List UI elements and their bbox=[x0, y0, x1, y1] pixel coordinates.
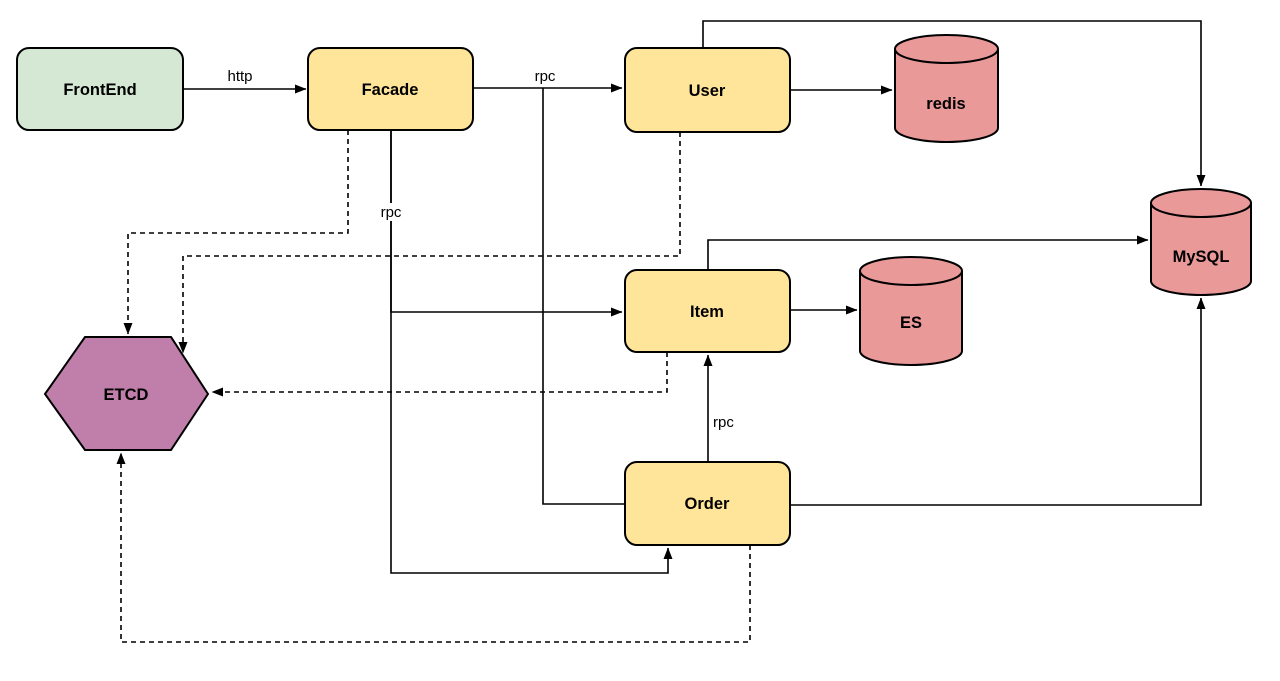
mysql-cylinder bbox=[1150, 188, 1252, 296]
node-etcd: ETCD bbox=[43, 336, 210, 451]
etcd-label: ETCD bbox=[104, 386, 149, 404]
node-mysql: MySQL bbox=[1150, 188, 1252, 296]
node-order: Order bbox=[624, 461, 791, 546]
order-label: Order bbox=[685, 495, 731, 513]
edge-user-etcd bbox=[178, 132, 681, 354]
order-box bbox=[624, 461, 791, 546]
rpc-label-background bbox=[376, 203, 406, 221]
etcd-hexagon bbox=[43, 336, 210, 451]
redis-label: redis bbox=[926, 95, 965, 113]
frontend-label: FrontEnd bbox=[63, 81, 136, 99]
user-box bbox=[624, 47, 791, 133]
edge-label-rpc-facade-user: rpc bbox=[535, 68, 556, 85]
facade-box bbox=[307, 47, 474, 131]
frontend-box bbox=[16, 47, 184, 131]
node-user: User bbox=[624, 47, 791, 133]
node-frontend: FrontEnd bbox=[16, 47, 184, 131]
edge-order-etcd bbox=[116, 452, 751, 643]
es-cylinder bbox=[859, 256, 963, 366]
node-item: Item bbox=[624, 269, 791, 353]
redis-cylinder bbox=[894, 34, 999, 143]
mysql-cylinder-rim bbox=[1150, 202, 1252, 218]
edge-labels: http rpc rpc rpc bbox=[227, 68, 734, 431]
edge-facade-order-left bbox=[542, 88, 625, 505]
facade-label: Facade bbox=[362, 81, 419, 99]
edge-label-rpc-order-item: rpc bbox=[713, 414, 734, 431]
edge-item-mysql bbox=[707, 235, 1149, 270]
user-label: User bbox=[689, 82, 726, 100]
es-label: ES bbox=[900, 314, 922, 332]
es-cylinder-rim bbox=[859, 270, 963, 286]
mysql-label: MySQL bbox=[1173, 248, 1230, 266]
node-facade: Facade bbox=[307, 47, 474, 131]
edge-label-http: http bbox=[227, 68, 252, 85]
edge-item-etcd bbox=[211, 352, 668, 397]
edges-dashed bbox=[116, 130, 751, 643]
edges-solid bbox=[183, 20, 1206, 574]
edge-label-rpc-facade-services: rpc bbox=[381, 204, 402, 221]
edge-user-mysql bbox=[702, 20, 1206, 187]
node-redis: redis bbox=[894, 34, 999, 143]
edge-order-mysql bbox=[790, 297, 1206, 506]
edge-facade-order-bottom bbox=[390, 130, 673, 574]
edge-facade-etcd bbox=[123, 130, 349, 335]
item-label: Item bbox=[690, 303, 724, 321]
redis-cylinder-rim bbox=[894, 48, 999, 64]
item-box bbox=[624, 269, 791, 353]
node-es: ES bbox=[859, 256, 963, 366]
